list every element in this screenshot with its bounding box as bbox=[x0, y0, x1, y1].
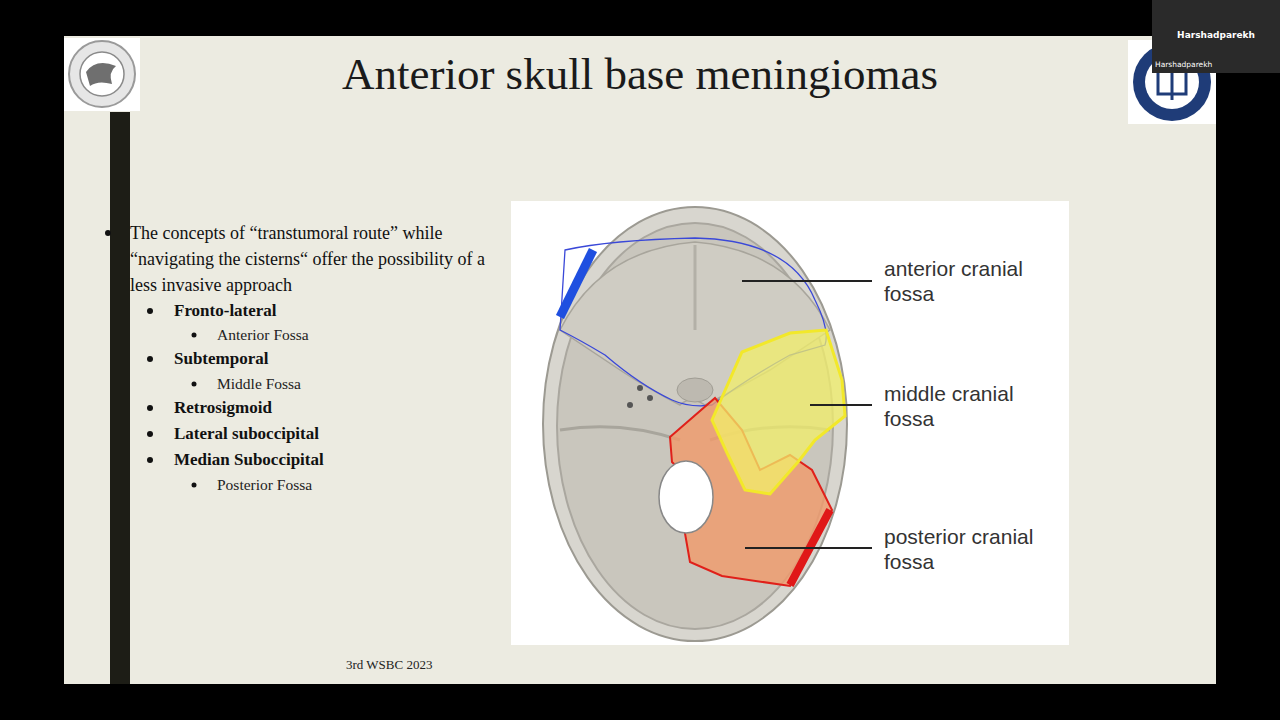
slide-title: Anterior skull base meningiomas bbox=[150, 48, 1130, 100]
sella bbox=[677, 378, 713, 402]
fossa-item: Posterior Fossa bbox=[217, 475, 312, 495]
approach-item: Median Suboccipital bbox=[174, 449, 324, 471]
figure-panel bbox=[511, 201, 1069, 645]
left-logo bbox=[64, 38, 140, 111]
fossa-label: middle cranial fossa bbox=[884, 381, 1064, 431]
video-tile: HarshadparekhHarshadparekh bbox=[1152, 0, 1280, 73]
logo-ring bbox=[69, 41, 135, 107]
logo-core bbox=[80, 52, 124, 96]
approach-item: Retrosigmoid bbox=[174, 397, 272, 419]
skull-outer bbox=[543, 207, 847, 641]
leader-line bbox=[745, 547, 872, 549]
bullet bbox=[147, 308, 153, 314]
bullet-text: The concepts of “transtumoral route” whi… bbox=[130, 220, 510, 298]
slide-ground bbox=[64, 36, 1216, 684]
bullet bbox=[147, 405, 153, 411]
fossa-item: Middle Fossa bbox=[217, 374, 301, 394]
bullet bbox=[147, 431, 153, 437]
bullet bbox=[192, 382, 197, 387]
participant-name: Harshadparekh bbox=[1152, 30, 1280, 40]
bullet bbox=[192, 483, 197, 488]
footer-note: 3rd WSBC 2023 bbox=[346, 657, 432, 673]
fossa-label: anterior cranial fossa bbox=[884, 256, 1064, 306]
bullet bbox=[105, 230, 111, 236]
leader-line bbox=[810, 404, 872, 406]
middle-fossa-region bbox=[712, 330, 845, 494]
side-bar bbox=[110, 112, 130, 684]
foramen bbox=[637, 385, 643, 391]
foramen-magnum bbox=[659, 461, 713, 533]
fossa-item: Anterior Fossa bbox=[217, 325, 309, 345]
leader-line bbox=[742, 280, 872, 282]
foramen bbox=[647, 395, 653, 401]
bullet bbox=[147, 457, 153, 463]
bullet bbox=[147, 356, 153, 362]
fossa-label: posterior cranial fossa bbox=[884, 524, 1064, 574]
approach-item: Lateral suboccipital bbox=[174, 423, 319, 445]
bullet bbox=[192, 333, 197, 338]
foramen bbox=[627, 402, 633, 408]
participant-tag: Harshadparekh bbox=[1152, 60, 1280, 69]
anterior-approach-mark bbox=[560, 250, 593, 317]
logo-mark bbox=[86, 63, 116, 86]
approach-item: Fronto-lateral bbox=[174, 300, 277, 322]
crista-galli bbox=[694, 245, 697, 330]
approach-item: Subtemporal bbox=[174, 348, 268, 370]
